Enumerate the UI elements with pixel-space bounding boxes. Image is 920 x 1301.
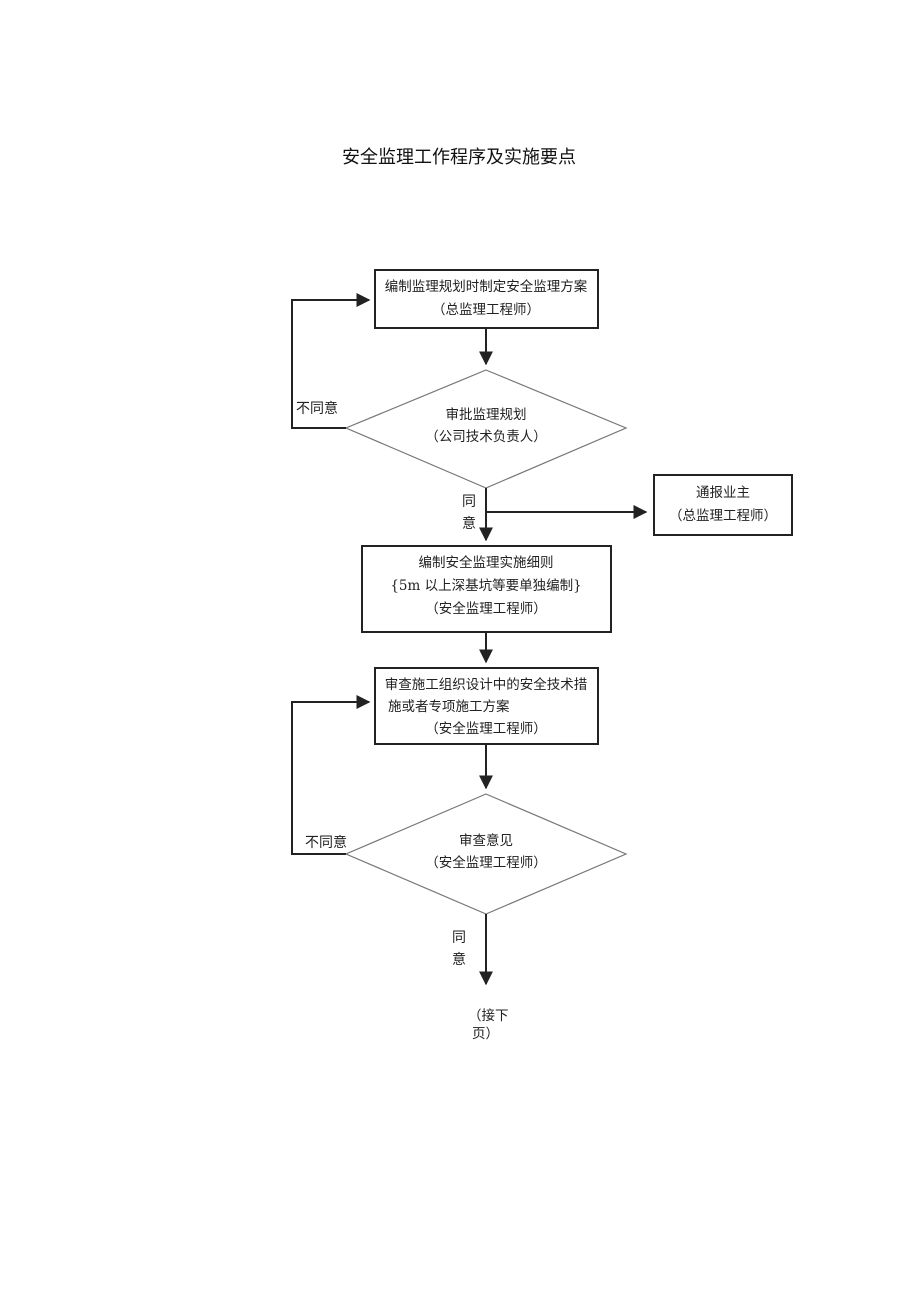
node-review-measures: 审查施工组织设计中的安全技术措 施或者专项施工方案 （安全监理工程师）	[374, 667, 599, 745]
node-rules: 编制安全监理实施细则 {5m 以上深基坑等要单独编制} （安全监理工程师）	[361, 545, 612, 633]
node-review-measures-line2: 施或者专项施工方案	[388, 698, 510, 715]
continued-note-line2: 页）	[472, 1026, 499, 1042]
node-review-opinion-line2: （安全监理工程师）	[425, 854, 547, 871]
node-approve-plan: 审批监理规划 （公司技术负责人）	[344, 369, 628, 489]
node-notify-owner-line1: 通报业主	[696, 485, 750, 501]
node-review-measures-line1: 审查施工组织设计中的安全技术措	[385, 676, 588, 693]
node-review-measures-line3: （安全监理工程师）	[425, 720, 547, 737]
node-approve-plan-line1: 审批监理规划	[446, 407, 527, 423]
node-review-opinion: 审查意见 （安全监理工程师）	[344, 793, 628, 915]
node-plan: 编制监理规划时制定安全监理方案 （总监理工程师）	[374, 269, 599, 329]
node-approve-plan-line2: （公司技术负责人）	[425, 429, 547, 445]
node-plan-line1: 编制监理规划时制定安全监理方案	[385, 278, 588, 295]
edge-label-disagree-1: 不同意	[296, 400, 338, 417]
edge-disagree-loop-1	[291, 293, 371, 429]
page-title: 安全监理工作程序及实施要点	[342, 147, 576, 168]
node-rules-line1: 编制安全监理实施细则	[419, 554, 554, 571]
edge-label-agree-1b: 意	[462, 515, 476, 532]
node-plan-line2: （总监理工程师）	[432, 302, 540, 318]
node-review-opinion-line1: 审查意见	[459, 832, 513, 849]
edge-label-agree-2a: 同	[452, 930, 466, 946]
edge-disagree-loop-2	[291, 695, 371, 855]
continued-note-line1: （接下	[468, 1007, 509, 1024]
edge-label-agree-2b: 意	[452, 951, 466, 968]
node-rules-line3: （安全监理工程师）	[425, 600, 547, 617]
node-rules-line2: {5m 以上深基坑等要单独编制}	[390, 577, 581, 594]
node-notify-owner: 通报业主 （总监理工程师）	[653, 474, 793, 536]
node-notify-owner-line2: （总监理工程师）	[669, 508, 777, 524]
edge-label-agree-1a: 同	[462, 494, 476, 510]
edge-label-disagree-2: 不同意	[305, 834, 347, 851]
